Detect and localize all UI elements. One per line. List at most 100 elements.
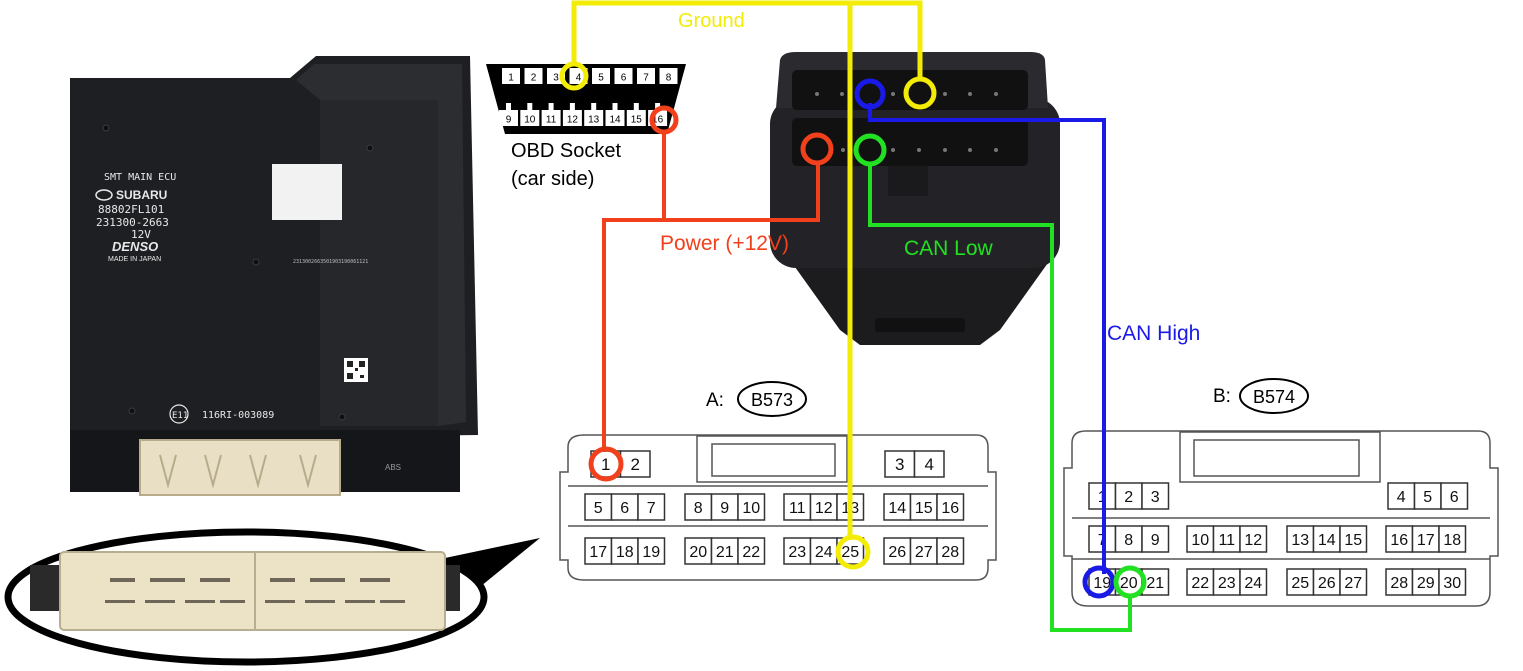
connector-a-pin-2-box xyxy=(619,450,651,478)
ecu-connector-closeup xyxy=(4,528,540,666)
connector-b-pin-23-label: 23 xyxy=(1218,575,1236,592)
obd-pin-label: 8 xyxy=(666,73,672,84)
ecu-title: SMT MAIN ECU xyxy=(104,172,176,183)
obd-pin-slot xyxy=(614,68,633,84)
connector-b-pin-25: 25 xyxy=(1286,568,1315,596)
connector-b-pin-6-label: 6 xyxy=(1450,489,1459,506)
connector-b-pin-12: 12 xyxy=(1239,525,1268,553)
connector-b-pin-29-label: 29 xyxy=(1417,575,1435,592)
connector-b-pin-11-box xyxy=(1212,525,1241,553)
connector-a-pin-1-label: 1 xyxy=(601,455,610,474)
obd-pin-label: 7 xyxy=(643,73,649,84)
ecu-barcode-text: 2313002663501903190061121 xyxy=(293,259,368,265)
ecu-origin: MADE IN JAPAN xyxy=(108,256,161,263)
plug-can-high-marker xyxy=(854,78,886,110)
connector-b-pin-28-label: 28 xyxy=(1390,575,1408,592)
connector-a-pin-7: 7 xyxy=(637,493,666,521)
connector-b-pin-3-label: 3 xyxy=(1151,489,1160,506)
connector-b-pin-30-label: 30 xyxy=(1443,575,1461,592)
connector-b-pin-22-label: 22 xyxy=(1191,575,1209,592)
connector-b-pin-26-box xyxy=(1312,568,1341,596)
connector-a-pin-25-label: 25 xyxy=(841,544,859,561)
connector-a-pin-16-label: 16 xyxy=(941,500,959,517)
ground-wire xyxy=(571,0,923,540)
connector-a-pin-8-label: 8 xyxy=(694,500,703,517)
connector-b-name-bubble xyxy=(1239,378,1309,414)
connector-b-pin-5: 5 xyxy=(1413,482,1442,510)
connector-b-pin-22: 22 xyxy=(1186,568,1215,596)
connector-a-pin-7-box xyxy=(637,493,666,521)
connector-b-pin-27-box xyxy=(1339,568,1368,596)
connector-b-pin-8-label: 8 xyxy=(1124,532,1133,549)
connector-b-pin-14-label: 14 xyxy=(1318,532,1336,549)
connector-a-pin-9-label: 9 xyxy=(720,500,729,517)
connector-b-pin-24: 24 xyxy=(1239,568,1268,596)
connector-b-pin-12-box xyxy=(1239,525,1268,553)
connector-b-pin-25-box xyxy=(1286,568,1315,596)
connector-b-pin-9-box xyxy=(1141,525,1170,553)
connector-a-pin-23-label: 23 xyxy=(788,544,806,561)
connector-b-pin-2-label: 2 xyxy=(1124,489,1133,506)
connector-b-pin-24-label: 24 xyxy=(1244,575,1262,592)
connector-b-pin-12-label: 12 xyxy=(1244,532,1262,549)
obd-pin-label: 9 xyxy=(506,115,512,126)
connector-a-pin-5-box xyxy=(584,493,613,521)
connector-b-pin-23: 23 xyxy=(1212,568,1241,596)
obd-socket-label-line1: OBD Socket xyxy=(511,140,621,162)
connector-b-pin-18-box xyxy=(1438,525,1467,553)
connector-b-name: B574 xyxy=(1253,387,1295,407)
connector-a-pin-14-label: 14 xyxy=(888,500,906,517)
connector-b-pin-25-label: 25 xyxy=(1291,575,1309,592)
connector-a-pin-3-box xyxy=(884,450,916,478)
connector-a-pin-4: 4 xyxy=(913,450,945,478)
connector-a-pin-28-label: 28 xyxy=(941,544,959,561)
connector-a-name-bubble xyxy=(737,381,807,417)
connector-b-pin-13-label: 13 xyxy=(1291,532,1309,549)
connector-a-pin-21: 21 xyxy=(710,537,739,565)
connector-b-pin-18: 18 xyxy=(1438,525,1467,553)
connector-a-pin-12-label: 12 xyxy=(815,500,833,517)
obd-pin-slot xyxy=(592,68,610,84)
connector-a-pin-28-box xyxy=(936,537,965,565)
subaru-logo-icon xyxy=(95,189,113,201)
connector-a-pin-22-box xyxy=(737,537,766,565)
obd-pin-key xyxy=(633,103,639,111)
connector-b-pin-10-label: 10 xyxy=(1191,532,1209,549)
connector-b-pin-9-label: 9 xyxy=(1151,532,1160,549)
connector-a-prefix: A: xyxy=(706,390,724,411)
connector-a-pin-7-label: 7 xyxy=(647,500,656,517)
connector-a-pin-19-box xyxy=(637,537,666,565)
obd-pin-label: 13 xyxy=(588,115,600,126)
connector-b-pin-11-label: 11 xyxy=(1218,532,1235,549)
connector-b-pin-5-label: 5 xyxy=(1423,489,1432,506)
connector-b-pin-26: 26 xyxy=(1312,568,1341,596)
connector-a-pin-2-label: 2 xyxy=(631,455,640,474)
connector-a-pin-26-label: 26 xyxy=(888,544,906,561)
ecu-maker: DENSO xyxy=(112,239,158,254)
obd-pin-key xyxy=(527,103,533,111)
connector-b-pin-16-label: 16 xyxy=(1390,532,1408,549)
connector-b-pin-30: 30 xyxy=(1438,568,1467,596)
plug-ground-marker xyxy=(903,76,937,110)
connector-a-pin-8-box xyxy=(684,493,713,521)
connector-b-pin-3-box xyxy=(1141,482,1170,510)
connector-b-pin-14: 14 xyxy=(1312,525,1341,553)
connector-a-pin-6-box xyxy=(610,493,639,521)
connector-b-pin-20-label: 20 xyxy=(1120,575,1138,592)
ecu-approval-number: 116RI-003089 xyxy=(202,410,274,421)
obd-pin-slot xyxy=(499,110,518,126)
connector-a-pin-12: 12 xyxy=(809,493,838,521)
connector-a-pin-27-box xyxy=(909,537,938,565)
obd-pin-slot xyxy=(524,68,543,84)
connector-a-pin-18: 18 xyxy=(610,537,639,565)
ecu-part-number: 88802FL101 xyxy=(98,203,164,216)
can-low-label: CAN Low xyxy=(904,237,994,260)
obd-pin-slot xyxy=(626,110,646,126)
obd-pin-key xyxy=(506,103,511,111)
connector-a-pin-19: 19 xyxy=(637,537,666,565)
obd-pin-label: 4 xyxy=(576,73,582,84)
obd-pin-slot xyxy=(584,110,604,126)
